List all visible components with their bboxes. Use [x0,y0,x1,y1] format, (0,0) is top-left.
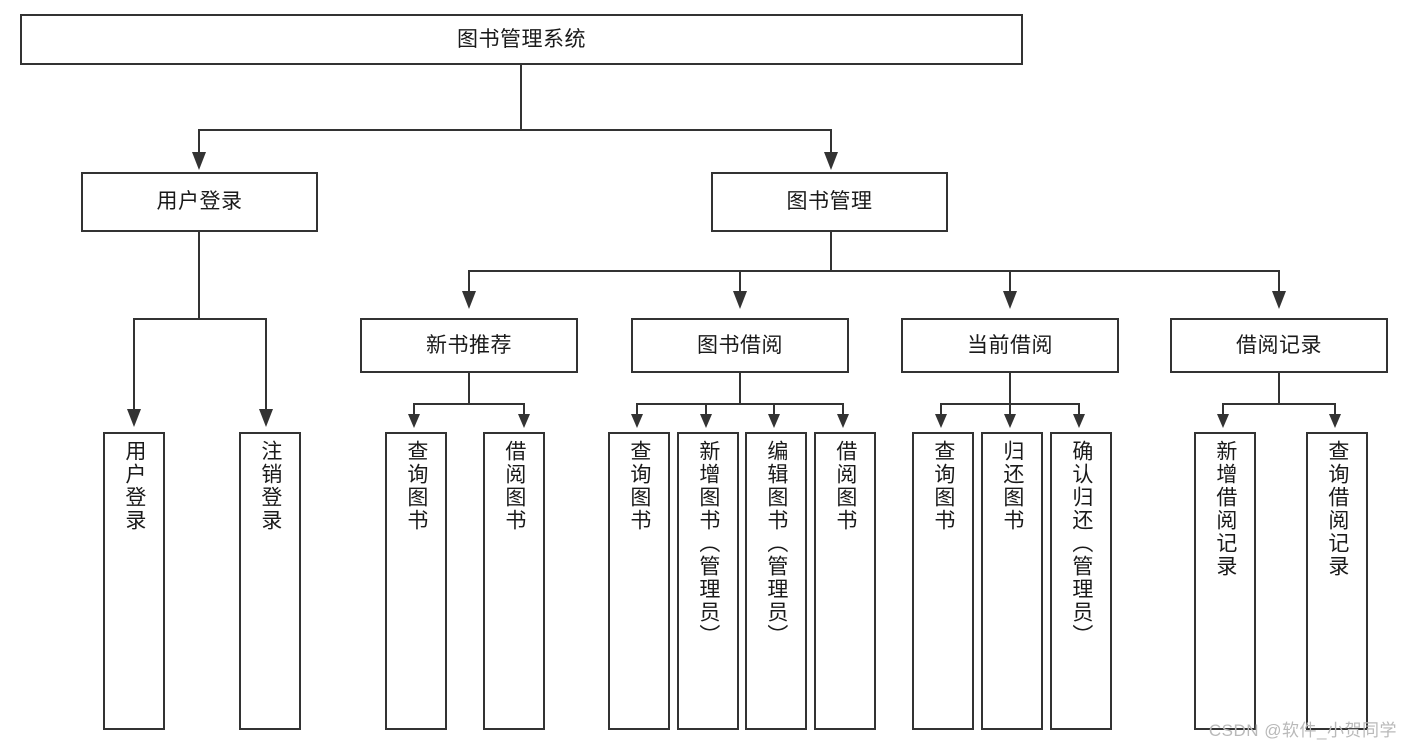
connector-current-borrow-leaf3 [1078,403,1080,417]
node-current-borrow-label: 当前借阅 [967,333,1053,357]
arrow-current-borrow-leaf3 [1073,414,1085,428]
connector-root-stem [520,65,522,130]
node-borrow-record[interactable]: 借阅记录 [1170,318,1388,373]
leaf-current-borrow-query-label: 查询图书 [931,440,955,532]
connector-book-borrow-stem [739,373,741,405]
arrow-root-to-user-login [192,152,206,170]
connector-new-book-leaf1 [413,403,415,417]
arrow-to-borrow-record [1272,291,1286,309]
leaf-new-book-query[interactable]: 查询图书 [385,432,447,730]
connector-root-to-user-login [198,129,200,153]
node-current-borrow[interactable]: 当前借阅 [901,318,1119,373]
connector-to-book-borrow [739,270,741,292]
arrow-book-borrow-leaf1 [631,414,643,428]
connector-current-borrow-stem [1009,373,1011,405]
arrow-borrow-record-leaf1 [1217,414,1229,428]
arrow-user-login-leaf2 [259,409,273,427]
leaf-current-borrow-confirm[interactable]: 确认归还（管理员） [1050,432,1112,730]
leaf-user-login-login-label: 用户登录 [122,440,146,532]
arrow-current-borrow-leaf2 [1004,414,1016,428]
connector-user-login-bus [133,318,267,320]
leaf-borrow-record-add-label: 新增借阅记录 [1213,440,1237,578]
leaf-current-borrow-return-label: 归还图书 [1000,440,1024,532]
node-borrow-record-label: 借阅记录 [1236,333,1322,357]
csdn-watermark: CSDN @软件_小贺同学 [1208,721,1397,740]
arrow-new-book-leaf1 [408,414,420,428]
leaf-current-borrow-return[interactable]: 归还图书 [981,432,1043,730]
leaf-current-borrow-confirm-label: 确认归还（管理员） [1069,440,1093,647]
leaf-borrow-record-query-label: 查询借阅记录 [1325,440,1349,578]
connector-new-book-bus [413,403,525,405]
connector-book-borrow-bus [636,403,844,405]
connector-current-borrow-leaf2 [1009,403,1011,417]
leaf-borrow-record-add[interactable]: 新增借阅记录 [1194,432,1256,730]
node-book-borrow-label: 图书借阅 [697,333,783,357]
leaf-book-borrow-add-label: 新增图书（管理员） [696,440,720,647]
leaf-new-book-borrow[interactable]: 借阅图书 [483,432,545,730]
leaf-borrow-record-query[interactable]: 查询借阅记录 [1306,432,1368,730]
connector-borrow-record-bus [1222,403,1336,405]
connector-to-new-book [468,270,470,292]
node-book-manage-label: 图书管理 [786,190,873,214]
connector-book-borrow-leaf4 [842,403,844,417]
leaf-new-book-query-label: 查询图书 [404,440,428,532]
leaf-new-book-borrow-label: 借阅图书 [502,440,526,532]
connector-new-book-leaf2 [523,403,525,417]
arrow-book-borrow-leaf2 [700,414,712,428]
connector-borrow-record-leaf1 [1222,403,1224,417]
connector-book-borrow-leaf1 [636,403,638,417]
node-new-book-recommend[interactable]: 新书推荐 [360,318,578,373]
arrow-to-book-borrow [733,291,747,309]
leaf-user-login-logout[interactable]: 注销登录 [239,432,301,730]
connector-root-to-book-manage [830,129,832,153]
arrow-to-current-borrow [1003,291,1017,309]
leaf-book-borrow-borrow[interactable]: 借阅图书 [814,432,876,730]
leaf-user-login-logout-label: 注销登录 [258,440,282,532]
leaf-book-borrow-query-label: 查询图书 [627,440,651,532]
connector-to-borrow-record [1278,270,1280,292]
leaf-book-borrow-edit-label: 编辑图书（管理员） [764,440,788,647]
connector-book-borrow-leaf2 [705,403,707,417]
connector-user-login-leaf2 [265,318,267,410]
node-book-manage[interactable]: 图书管理 [711,172,948,232]
arrow-book-borrow-leaf3 [768,414,780,428]
connector-root-bus [198,129,832,131]
leaf-book-borrow-query[interactable]: 查询图书 [608,432,670,730]
arrow-borrow-record-leaf2 [1329,414,1341,428]
arrow-book-borrow-leaf4 [837,414,849,428]
node-user-login[interactable]: 用户登录 [81,172,318,232]
node-root-system[interactable]: 图书管理系统 [20,14,1023,65]
arrow-to-new-book [462,291,476,309]
arrow-root-to-book-manage [824,152,838,170]
leaf-current-borrow-query[interactable]: 查询图书 [912,432,974,730]
connector-borrow-record-stem [1278,373,1280,405]
connector-book-manage-bus [468,270,1280,272]
connector-book-borrow-leaf3 [773,403,775,417]
connector-current-borrow-leaf1 [940,403,942,417]
connector-borrow-record-leaf2 [1334,403,1336,417]
connector-book-manage-stem [830,232,832,272]
node-new-book-recommend-label: 新书推荐 [426,333,512,357]
leaf-user-login-login[interactable]: 用户登录 [103,432,165,730]
connector-user-login-leaf1 [133,318,135,410]
connector-new-book-stem [468,373,470,405]
node-book-borrow[interactable]: 图书借阅 [631,318,849,373]
arrow-new-book-leaf2 [518,414,530,428]
arrow-user-login-leaf1 [127,409,141,427]
node-root-label: 图书管理系统 [457,27,586,51]
arrow-current-borrow-leaf1 [935,414,947,428]
leaf-book-borrow-borrow-label: 借阅图书 [833,440,857,532]
leaf-book-borrow-edit[interactable]: 编辑图书（管理员） [745,432,807,730]
node-user-login-label: 用户登录 [156,190,243,214]
connector-to-current-borrow [1009,270,1011,292]
connector-user-login-stem [198,232,200,320]
leaf-book-borrow-add[interactable]: 新增图书（管理员） [677,432,739,730]
